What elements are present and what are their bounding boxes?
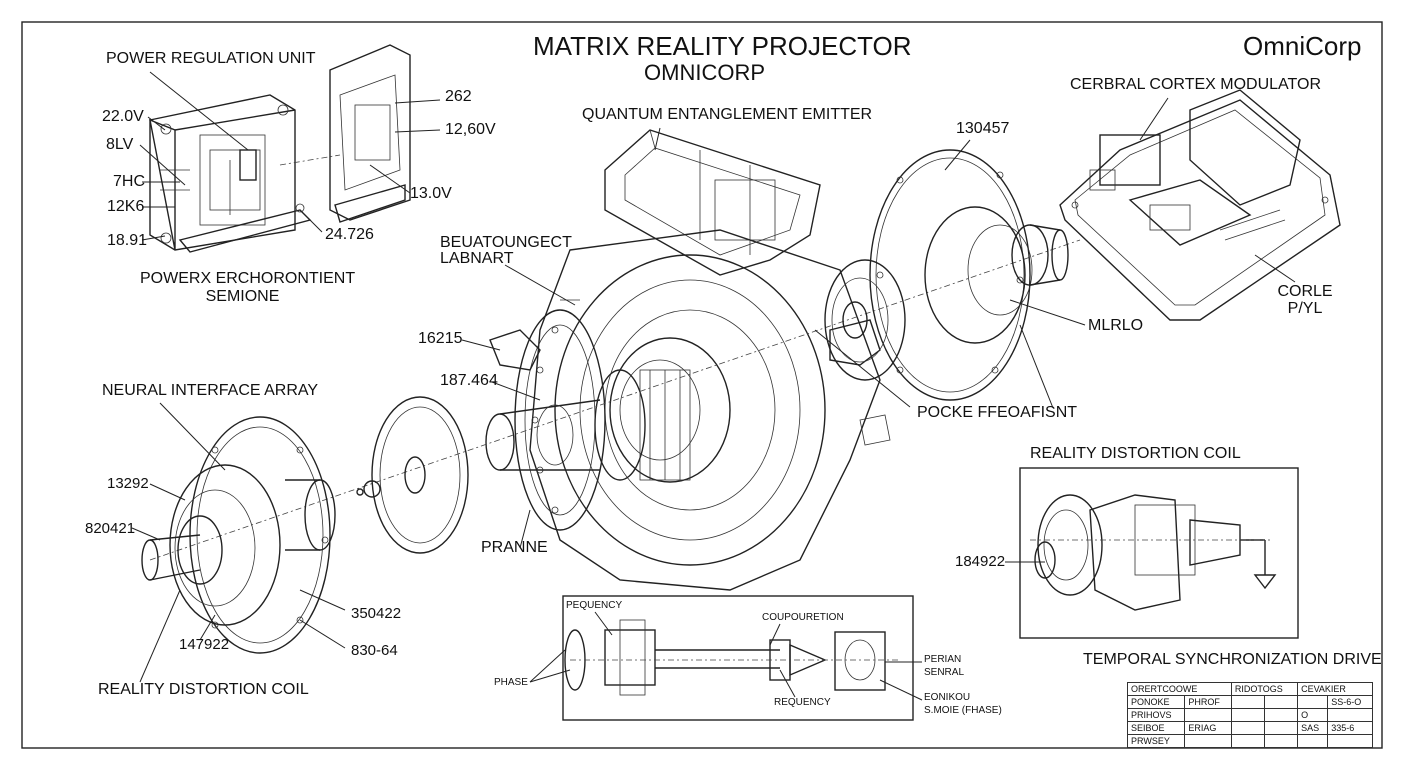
leader-lines-right xyxy=(461,97,1296,549)
label-147922: 147922 xyxy=(179,636,230,653)
brand-name: OmniCorp xyxy=(1243,31,1362,61)
title-block-cell: 335-6 xyxy=(1327,721,1373,735)
label-83064: 830-64 xyxy=(351,642,398,659)
title-block-cell xyxy=(1297,695,1329,709)
label-262: 262 xyxy=(445,88,472,105)
label-187464: 187.464 xyxy=(440,372,498,389)
power-regulation-unit-drawing xyxy=(149,44,411,253)
label-coupling: COUPOURETION xyxy=(762,612,844,623)
main-title: MATRIX REALITY PROJECTOR xyxy=(533,31,912,61)
title-block-cell xyxy=(1230,708,1265,722)
title-block-cell xyxy=(1230,695,1265,709)
cortex-modulator-drawing xyxy=(1059,89,1341,321)
label-8lv: 8LV xyxy=(106,136,134,153)
sheet-border xyxy=(21,21,1383,749)
label-perian-2: SENRAL xyxy=(924,667,965,678)
middle-disk-drawing xyxy=(356,396,469,554)
label-350422: 350422 xyxy=(351,605,402,622)
label-130457: 130457 xyxy=(956,120,1010,137)
quantum-emitter-drawing xyxy=(485,129,891,591)
label-mlrlo: MLRLO xyxy=(1088,317,1144,334)
label-12k6: 12K6 xyxy=(107,198,145,215)
label-22v: 22.0V xyxy=(102,108,144,125)
label-perian-1: PERIAN xyxy=(924,654,962,665)
label-reality-coil-right: REALITY DISTORTION COIL xyxy=(1030,445,1241,462)
title-block-row: PRWSEY xyxy=(1126,734,1373,748)
title-block: ORERTCOOWE RIDOTOGS CEVAKIER PONOKE PHRO… xyxy=(1126,682,1373,748)
title-block-cell: PHROF xyxy=(1184,695,1232,709)
title-block-cell xyxy=(1297,734,1329,748)
label-reality-coil-left: REALITY DISTORTION COIL xyxy=(98,681,309,698)
label-130v: 13.0V xyxy=(410,185,452,202)
title-block-cell xyxy=(1263,721,1299,735)
label-pranne: PRANNE xyxy=(481,539,548,556)
label-powerx-2: SEMIONE xyxy=(205,288,280,305)
frequency-box xyxy=(529,595,923,721)
label-13292: 13292 xyxy=(107,475,149,492)
label-24726: 24.726 xyxy=(325,226,374,243)
sub-title: OMNICORP xyxy=(644,60,765,85)
title-block-cell: SEIBOE xyxy=(1126,721,1186,735)
label-beuatoungect-1: BEUATOUNGECT xyxy=(440,234,572,251)
title-block-cell xyxy=(1230,734,1265,748)
title-block-cell: ORERTCOOWE xyxy=(1127,682,1232,696)
neural-interface-drawing xyxy=(141,416,336,654)
title-block-cell: SS-6-O xyxy=(1327,695,1373,709)
label-power-regulation-unit: POWER REGULATION UNIT xyxy=(106,50,316,67)
title-block-row: SEIBOE ERIAG SAS 335-6 xyxy=(1126,721,1373,735)
title-block-row: ORERTCOOWE RIDOTOGS CEVAKIER xyxy=(1127,682,1373,696)
label-1260v: 12,60V xyxy=(445,121,496,138)
title-block-cell: RIDOTOGS xyxy=(1230,682,1299,696)
center-axis xyxy=(149,239,1081,561)
title-block-row: PONOKE PHROF SS-6-O xyxy=(1126,695,1373,709)
label-7hc: 7HC xyxy=(113,173,146,190)
title-block-cell xyxy=(1263,695,1299,709)
right-disk-drawing xyxy=(824,149,1069,401)
title-block-cell: O xyxy=(1297,708,1329,722)
title-block-cell xyxy=(1263,708,1299,722)
title-block-row: PRIHOVS O xyxy=(1126,708,1373,722)
title-block-cell xyxy=(1184,734,1232,748)
label-corle-1: CORLE xyxy=(1277,283,1333,300)
label-184922: 184922 xyxy=(955,553,1006,570)
label-eonikou-2: S.MOIE (FHASE) xyxy=(924,705,1002,716)
label-quantum-emitter: QUANTUM ENTANGLEMENT EMITTER xyxy=(582,106,873,123)
title-block-cell: CEVAKIER xyxy=(1297,682,1373,696)
label-beuatoungect-2: LABNART xyxy=(440,250,514,267)
title-block-cell xyxy=(1263,734,1299,748)
label-pequency: PEQUENCY xyxy=(566,600,623,611)
label-1891: 18.91 xyxy=(107,232,148,249)
title-block-cell xyxy=(1184,708,1232,722)
label-neural-array: NEURAL INTERFACE ARRAY xyxy=(102,382,319,399)
label-requency: REQUENCY xyxy=(774,697,831,708)
title-block-cell: PONOKE xyxy=(1126,695,1186,709)
title-block-cell: PRIHOVS xyxy=(1126,708,1186,722)
title-block-cell xyxy=(1327,708,1373,722)
label-eonikou-1: EONIKOU xyxy=(924,692,971,703)
label-820421: 820421 xyxy=(85,520,136,537)
title-block-cell xyxy=(1230,721,1265,735)
label-powerx-1: POWERX ERCHORONTIENT xyxy=(140,270,356,287)
label-temporal-drive: TEMPORAL SYNCHRONIZATION DRIVE xyxy=(1083,651,1382,668)
title-block-cell: SAS xyxy=(1297,721,1329,735)
leader-lines-power xyxy=(139,71,441,241)
label-pocke: POCKE FFEOAFISNT xyxy=(917,404,1078,421)
title-block-cell: PRWSEY xyxy=(1126,734,1186,748)
reality-coil-box xyxy=(1005,467,1299,639)
label-16215: 16215 xyxy=(418,330,463,347)
label-corle-2: P/YL xyxy=(1287,300,1323,317)
label-cortex-modulator: CERBRAL CORTEX MODULATOR xyxy=(1070,76,1322,93)
title-block-cell: ERIAG xyxy=(1184,721,1232,735)
title-block-cell xyxy=(1327,734,1373,748)
leader-lines-left xyxy=(131,402,346,683)
label-phase: PHASE xyxy=(494,677,528,688)
